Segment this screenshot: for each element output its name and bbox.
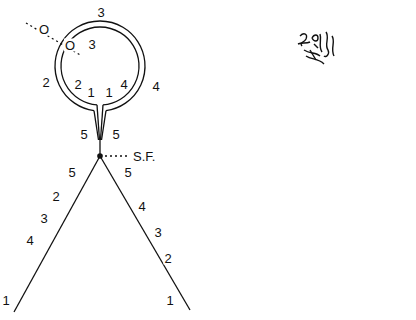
knot-dot [97, 153, 103, 159]
icon-stroke [324, 32, 329, 57]
figure-label: 5 [79, 128, 88, 141]
figure-label: 2 [73, 78, 82, 91]
figure-label: 3 [87, 38, 96, 51]
stem-strand [97, 105, 100, 140]
figure-label: 3 [96, 6, 105, 19]
stem-strand [101, 105, 104, 140]
figure-label: 2 [41, 76, 50, 89]
figure-label: 4 [25, 234, 34, 247]
icon-stroke [312, 35, 318, 41]
figure-label: 4 [137, 200, 146, 213]
figure-label: 4 [119, 78, 128, 91]
figure-icon [298, 32, 334, 64]
right-leg [100, 156, 190, 310]
icon-stroke [298, 42, 310, 44]
figure-label: 1 [104, 86, 113, 99]
icon-stroke [300, 34, 307, 46]
figure-label: 3 [39, 212, 48, 225]
icon-stroke [310, 50, 316, 60]
icon-stroke [314, 44, 318, 48]
figure-label: 2 [163, 252, 172, 265]
icon-stroke [320, 34, 322, 52]
figure-label: 5 [67, 166, 76, 179]
figure-label: 1 [1, 294, 10, 307]
figure-label: 1 [165, 294, 174, 307]
figure-label: 5 [123, 166, 132, 179]
pointer-line [26, 23, 82, 56]
figure-label: O [38, 23, 50, 36]
leader-line [105, 155, 128, 156]
figure-label: 1 [86, 86, 95, 99]
figure-label: 3 [153, 226, 162, 239]
inner-loop [61, 27, 139, 105]
outer-loop [55, 21, 145, 111]
figure-label: S.F. [132, 150, 156, 163]
left-leg [14, 156, 100, 312]
figure-label: 5 [111, 128, 120, 141]
icon-stroke [332, 36, 334, 56]
figure-label: 2 [51, 190, 60, 203]
figure-label: 4 [151, 80, 160, 93]
figure-label: O [64, 39, 76, 52]
